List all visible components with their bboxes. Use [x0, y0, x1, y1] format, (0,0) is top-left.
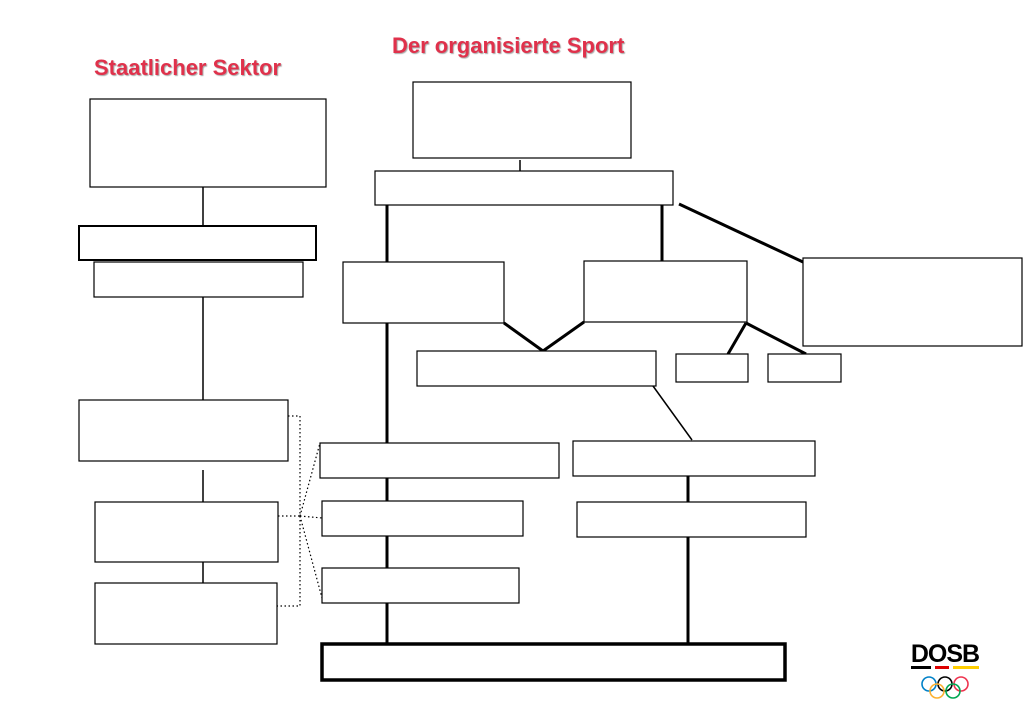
- state-level2-box: [78, 225, 317, 261]
- state-top-box: [89, 98, 327, 188]
- dotted-bracket: [277, 415, 301, 607]
- dotted-link: [299, 442, 321, 517]
- heading-state-sector: Staatlicher Sektor: [94, 55, 282, 80]
- olympic-rings-icon: [911, 666, 979, 699]
- sport-small-box-1: [675, 353, 749, 383]
- state-level3-box: [93, 261, 304, 298]
- dosb-logo-text: DOSB: [910, 640, 980, 668]
- dosb-logo: DOSB: [906, 640, 984, 700]
- sport-top-box: [412, 81, 632, 159]
- sport-level5-left-box: [319, 442, 560, 479]
- sport-small-box-2: [767, 353, 842, 383]
- connector-line: [542, 320, 585, 353]
- sport-level7-left-box: [321, 567, 520, 604]
- connector-line: [652, 385, 693, 441]
- dotted-link: [299, 515, 323, 599]
- sport-level4-box: [416, 350, 657, 387]
- connector-line: [503, 321, 544, 353]
- sport-level5-right-box: [572, 440, 816, 477]
- heading-organized-sport: Der organisierte Sport: [392, 33, 625, 58]
- sport-level6-right-box: [576, 501, 807, 538]
- connector-line: [726, 322, 748, 355]
- sport-level3-right-box: [583, 260, 748, 323]
- sport-level6-left-box: [321, 500, 524, 537]
- sport-level3-left-box: [342, 261, 505, 324]
- connector-line: [678, 202, 804, 264]
- dotted-link: [299, 515, 323, 519]
- sport-base-box: [320, 642, 787, 682]
- organized-sport-branch: [319, 81, 1023, 682]
- state-sector-branch: [78, 98, 327, 645]
- state-level5-box: [94, 501, 279, 563]
- sport-level2-box: [374, 170, 674, 206]
- sport-side-box: [802, 257, 1023, 347]
- cross-sector-dotted-links: [277, 415, 323, 607]
- state-level6-box: [94, 582, 278, 645]
- state-level4-box: [78, 399, 289, 462]
- connector-line: [745, 321, 807, 356]
